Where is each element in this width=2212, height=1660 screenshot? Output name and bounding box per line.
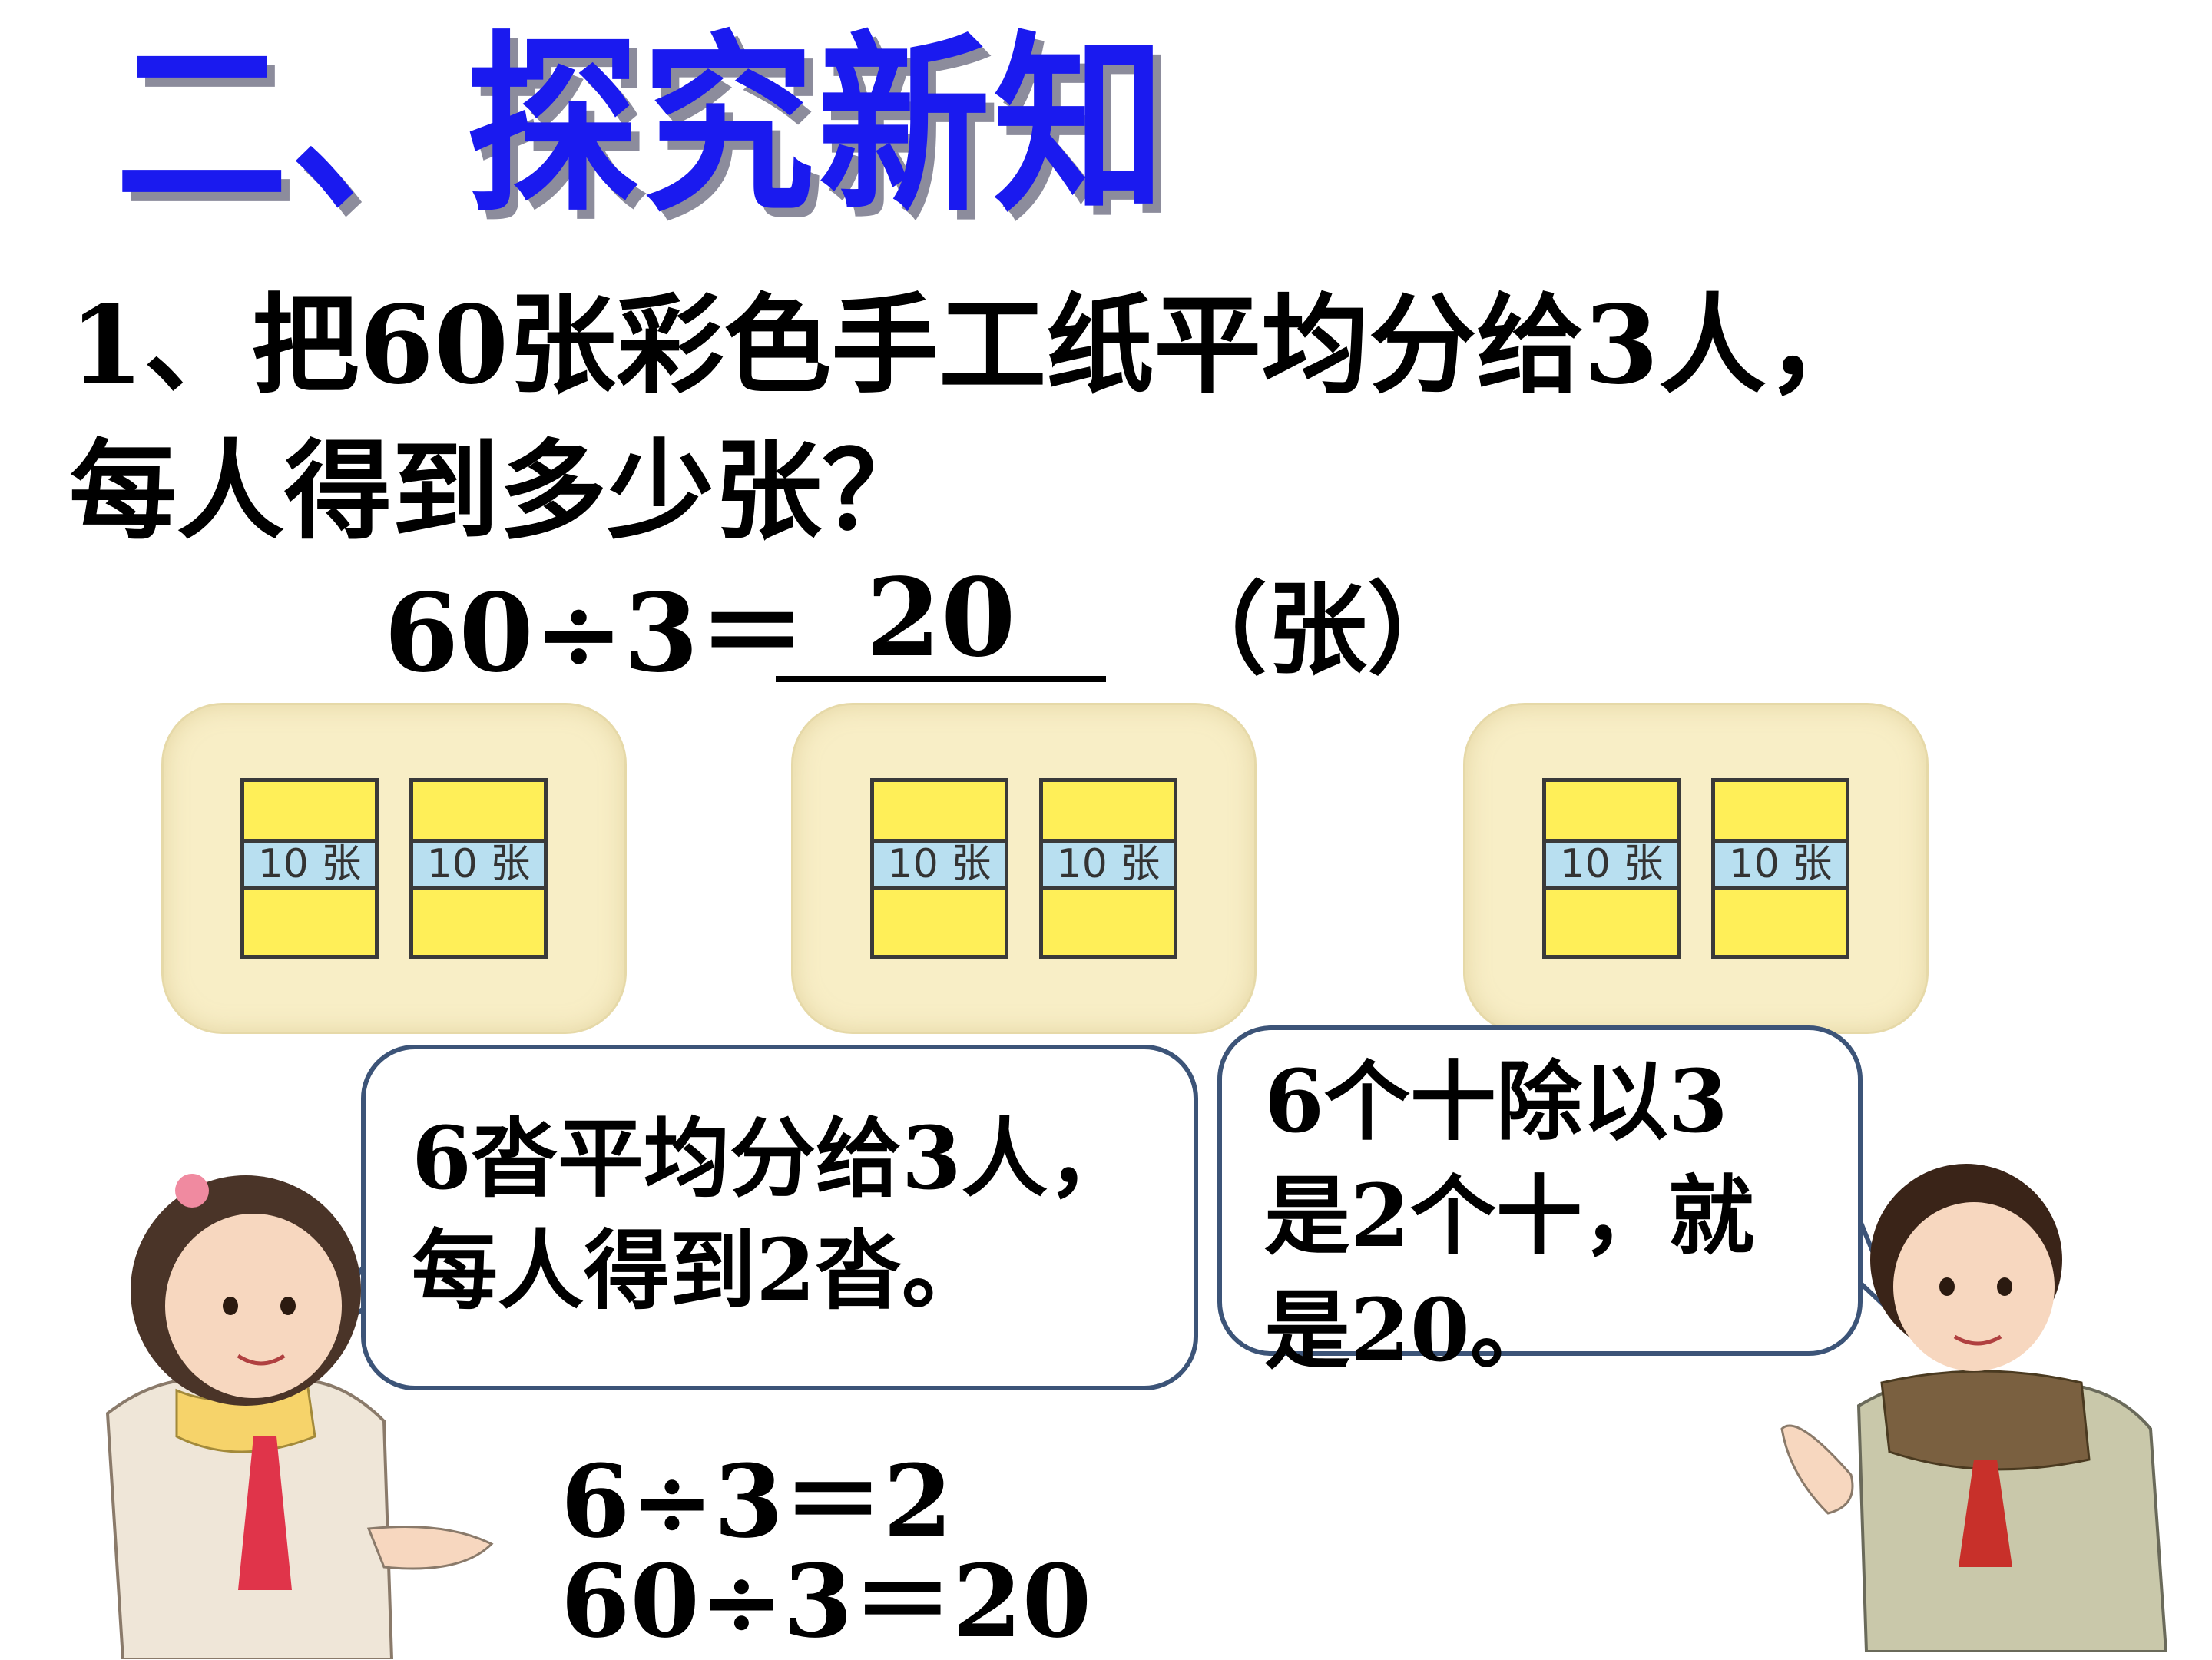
answer-underline (776, 676, 1106, 682)
bubble-boy-line-3: 是20。 (1264, 1280, 1556, 1381)
boy-illustration (1780, 1164, 2168, 1652)
equation-answer: 20 (866, 555, 1016, 681)
stack-label: 10 张 (1728, 841, 1833, 887)
girl-illustration (105, 1174, 494, 1659)
bubble-girl-line-1: 6沓平均分给3人， (412, 1108, 1134, 1209)
stack-label: 10 张 (1559, 841, 1664, 887)
paper-group-2: 10 张 10 张 (791, 703, 1257, 1034)
equation-unit: （张） (1167, 571, 1468, 688)
paper-stack: 10 张 (1711, 778, 1849, 959)
bubble-girl-line-2: 每人得到2沓。 (412, 1220, 988, 1321)
speech-bubble-girl: 6沓平均分给3人， 每人得到2沓。 (361, 1045, 1198, 1390)
paper-stack: 10 张 (1542, 778, 1681, 959)
paper-stack: 10 张 (870, 778, 1008, 959)
stack-label: 10 张 (426, 841, 531, 887)
stack-label: 10 张 (887, 841, 992, 887)
calculation-line-2: 60÷3＝20 (561, 1542, 1092, 1660)
question-line-1: 1、把60张彩色手工纸平均分给3人， (69, 283, 1874, 409)
paper-stack: 10 张 (240, 778, 379, 959)
page-title: 二、探究新知 (115, 15, 1169, 238)
bubble-boy-line-2: 是2个十，就 (1264, 1165, 1754, 1267)
stack-label: 10 张 (1056, 841, 1161, 887)
stack-label: 10 张 (257, 841, 362, 887)
paper-stack: 10 张 (409, 778, 548, 959)
paper-group-3: 10 张 10 张 (1463, 703, 1929, 1034)
question-line-2: 每人得到多少张？ (69, 429, 930, 555)
paper-stack: 10 张 (1039, 778, 1177, 959)
calculation-line-1: 6÷3＝2 (561, 1443, 953, 1560)
paper-group-1: 10 张 10 张 (161, 703, 627, 1034)
bubble-boy-line-1: 6个十除以3 (1264, 1052, 1728, 1152)
equation-expression: 60÷3＝ (384, 571, 806, 697)
speech-bubble-boy: 6个十除以3 是2个十，就 是20。 (1217, 1025, 1863, 1381)
